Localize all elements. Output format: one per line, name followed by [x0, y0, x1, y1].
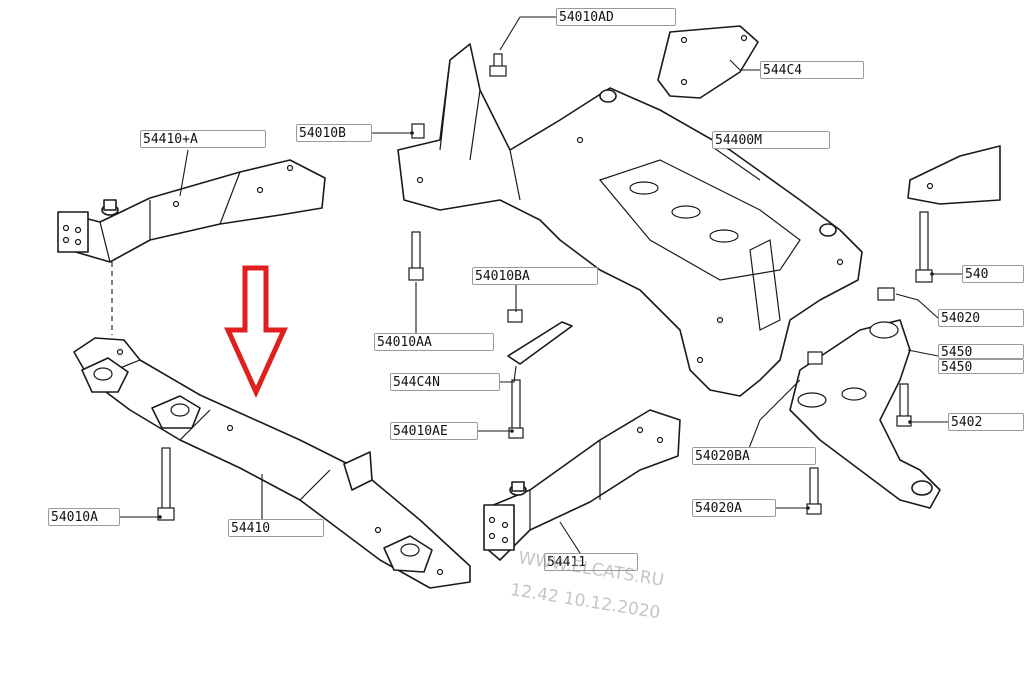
stay-544c4n — [507, 321, 573, 365]
part-label-5450-a-cut[interactable]: 5450 — [938, 344, 1024, 359]
red-arrow-indicator — [224, 265, 288, 399]
rear-cross-member-part — [73, 337, 471, 589]
part-label-54010b[interactable]: 54010B — [296, 124, 372, 142]
part-label-54020a[interactable]: 54020A — [692, 499, 776, 517]
part-label-54410-a[interactable]: 54410+A — [140, 130, 266, 148]
bolt-right-upper — [915, 211, 933, 283]
part-label-540-cut[interactable]: 540 — [962, 265, 1024, 283]
part-label-544c4[interactable]: 544C4 — [760, 61, 864, 79]
part-label-5450-b-cut[interactable]: 5450 — [938, 359, 1024, 374]
bolt-54010aa — [408, 231, 424, 281]
bolt-54010ae — [508, 379, 524, 439]
bolt-54010ad — [489, 53, 507, 77]
part-label-54410[interactable]: 54410 — [228, 519, 324, 537]
part-label-54010ba[interactable]: 54010BA — [472, 267, 598, 285]
part-label-54400m[interactable]: 54400M — [712, 131, 830, 149]
rear-side-member-part — [483, 409, 681, 561]
bolt-5402-right — [896, 383, 912, 427]
bracket-upper-right — [907, 145, 1001, 205]
leader-lines — [120, 16, 962, 554]
part-label-54411[interactable]: 54411 — [544, 553, 638, 571]
nut-54020 — [877, 287, 895, 301]
bolt-54010b — [411, 123, 425, 139]
part-label-5402-cut[interactable]: 5402 — [948, 413, 1024, 431]
front-side-member-part — [57, 159, 326, 263]
front-suspension-member-part — [397, 43, 863, 397]
part-label-54020ba[interactable]: 54020BA — [692, 447, 816, 465]
bolt-54020ba — [807, 351, 823, 365]
part-label-54010a[interactable]: 54010A — [48, 508, 120, 526]
part-label-54020-cut[interactable]: 54020 — [938, 309, 1024, 327]
nut-54010ba — [507, 309, 523, 323]
part-label-54010aa[interactable]: 54010AA — [374, 333, 494, 351]
bolt-54010a — [157, 447, 175, 521]
part-label-54010ae[interactable]: 54010AE — [390, 422, 478, 440]
leader-dots — [158, 131, 934, 519]
part-label-54010ad[interactable]: 54010AD — [556, 8, 676, 26]
part-label-544c4n[interactable]: 544C4N — [390, 373, 500, 391]
transverse-link-part — [789, 319, 941, 509]
